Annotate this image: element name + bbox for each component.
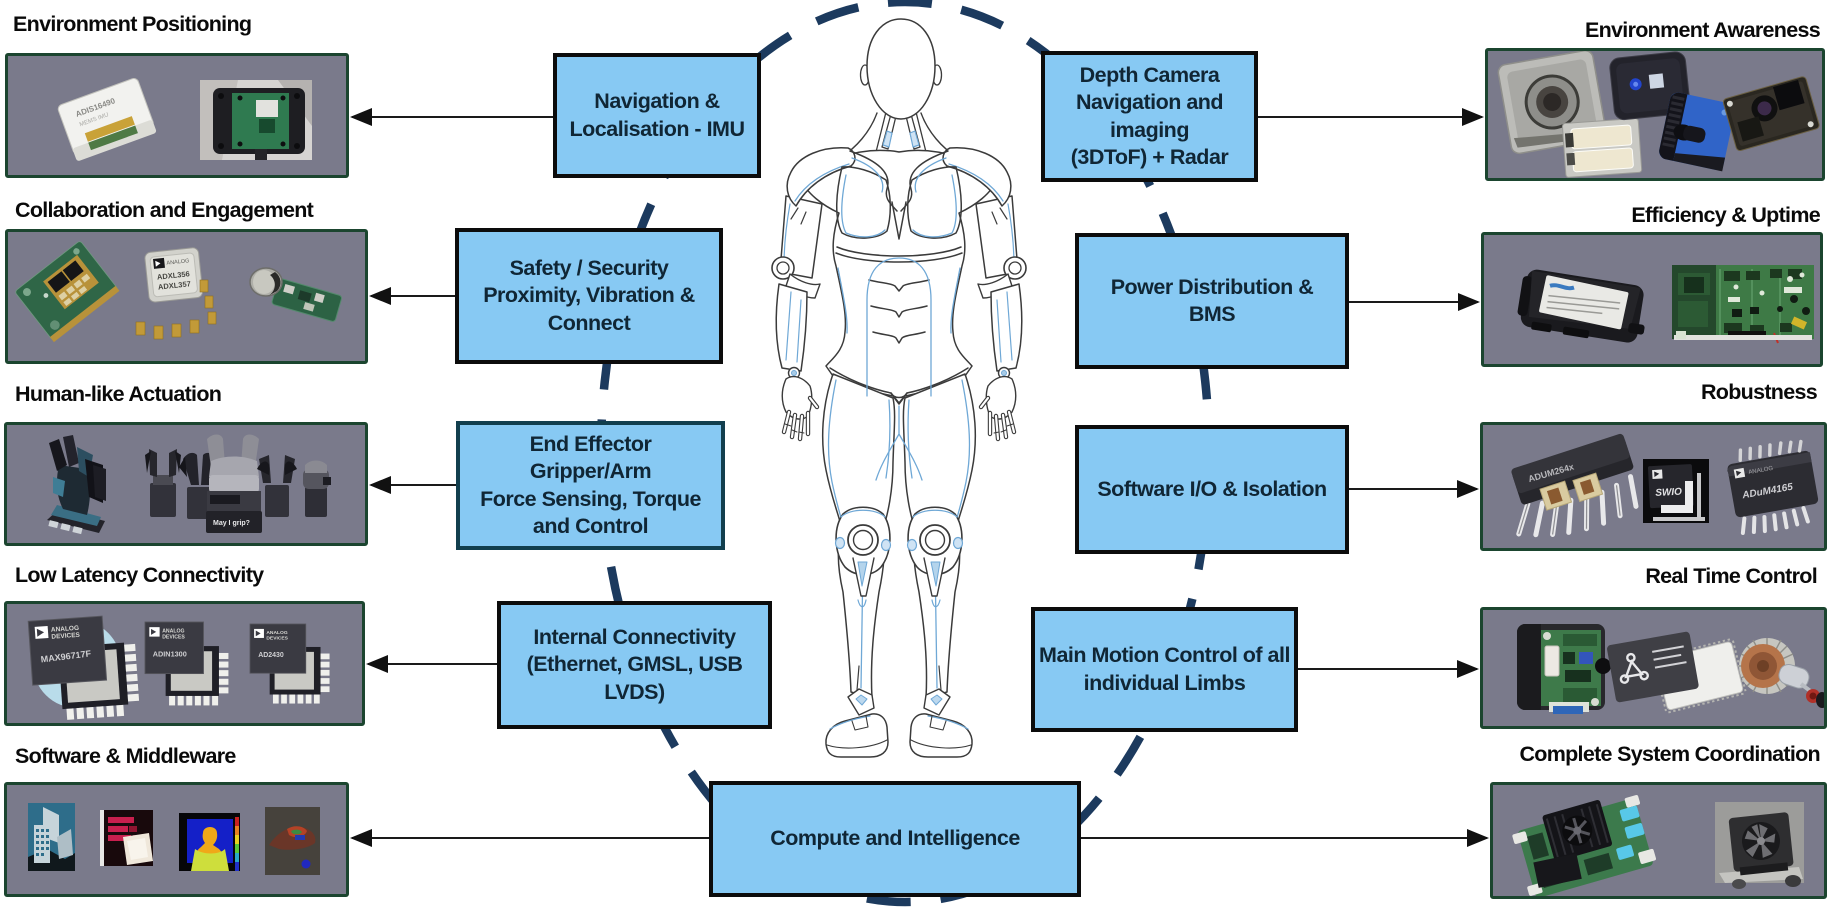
- svg-text:ANALOG: ANALOG: [51, 625, 80, 634]
- svg-text:ANALOG: ANALOG: [1748, 466, 1774, 476]
- svg-text:SWIO: SWIO: [1655, 487, 1682, 499]
- svg-text:AD2430: AD2430: [258, 652, 284, 659]
- svg-text:ADIN1300: ADIN1300: [153, 649, 187, 658]
- svg-text:ANALOG: ANALOG: [166, 258, 189, 266]
- svg-text:ADXL356: ADXL356: [156, 269, 190, 281]
- svg-text:ANALOG: ANALOG: [162, 628, 184, 634]
- svg-text:ANALOG: ANALOG: [266, 630, 287, 636]
- svg-text:DEVICES: DEVICES: [51, 632, 81, 641]
- svg-text:ADXL357: ADXL357: [158, 279, 192, 291]
- svg-text:DEVICES: DEVICES: [162, 634, 185, 640]
- svg-text:May I grip?: May I grip?: [213, 520, 250, 527]
- svg-text:DEVICES: DEVICES: [266, 636, 288, 642]
